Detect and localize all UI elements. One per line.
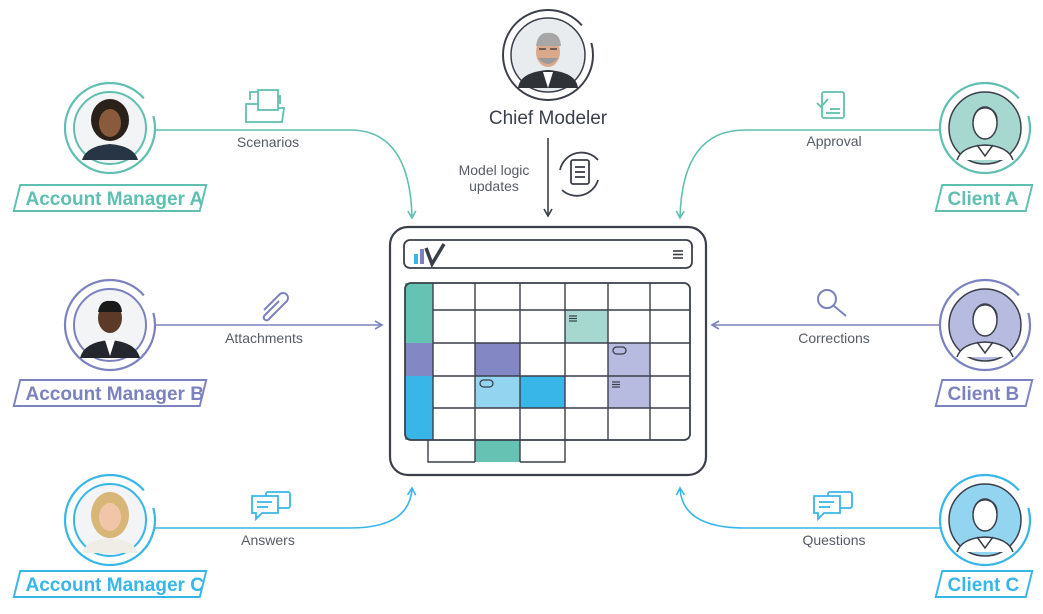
client-a-avatar xyxy=(938,81,1032,175)
client-b-avatar xyxy=(938,278,1032,372)
scenarios-label: Scenarios xyxy=(236,134,300,150)
client-a-label: Client A xyxy=(934,184,1034,212)
account-manager-a-avatar xyxy=(63,81,157,175)
client-c-avatar xyxy=(938,473,1032,567)
client-b-label: Client B xyxy=(934,379,1034,407)
menu-icon xyxy=(673,250,683,259)
connector-client-a xyxy=(675,129,940,220)
paperclip-icon xyxy=(262,292,289,322)
account-manager-c-avatar xyxy=(63,473,157,567)
chat-bubbles-icon-manager-c xyxy=(251,491,291,522)
connector-manager-c xyxy=(155,486,417,529)
connector-client-c xyxy=(675,486,940,529)
chat-bubbles-icon-client-c xyxy=(813,491,853,522)
connector-manager-a xyxy=(155,129,417,220)
document-refresh-icon xyxy=(559,151,599,197)
account-manager-b-avatar xyxy=(63,278,157,372)
approval-label: Approval xyxy=(806,133,862,149)
questions-label: Questions xyxy=(802,532,866,548)
account-manager-a-label: Account Manager A xyxy=(12,184,208,212)
chief-modeler-label: Chief Modeler xyxy=(488,108,608,129)
spreadsheet-grid xyxy=(404,282,691,463)
account-manager-b-label: Account Manager B xyxy=(12,379,208,407)
answers-label: Answers xyxy=(241,532,295,548)
attachments-label: Attachments xyxy=(225,330,303,346)
folders-icon xyxy=(245,89,286,123)
model-app-window xyxy=(388,225,708,477)
model-logic-updates-label: Model logic updates xyxy=(458,162,530,194)
app-logo-icon xyxy=(414,243,446,269)
magnifier-icon xyxy=(817,289,847,317)
checklist-icon xyxy=(816,91,845,119)
corrections-label: Corrections xyxy=(798,330,870,346)
chief-modeler-avatar xyxy=(502,9,594,101)
account-manager-c-label: Account Manager C xyxy=(12,570,208,598)
client-c-label: Client C xyxy=(934,570,1034,598)
